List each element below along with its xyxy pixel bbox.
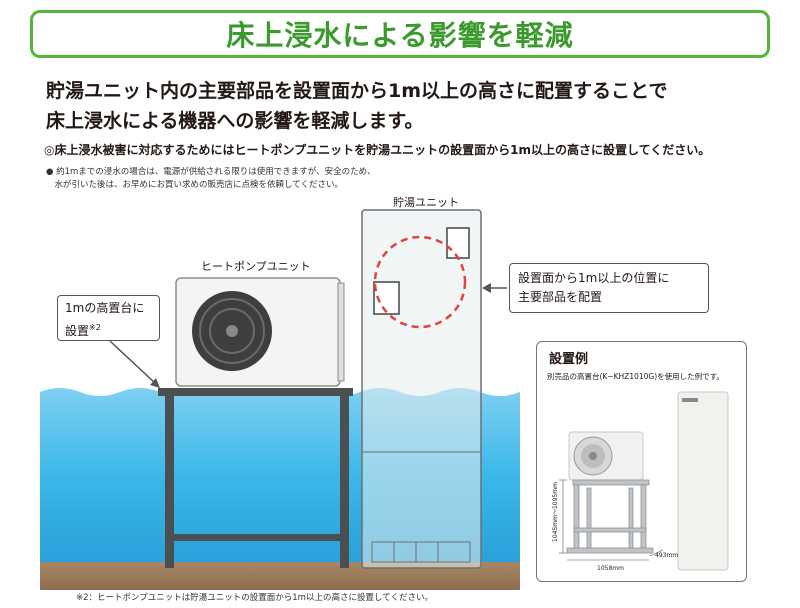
flood-illustration: 貯湯ユニット ヒートポンプユニット [40,196,520,590]
lead-text: 貯湯ユニット内の主要部品を設置面から1m以上の高さに配置することで 床上浸水によ… [46,76,766,136]
sub-note-line-1: ● 約1mまでの浸水の場合は、電源が供給される限りは使用できますが、安全のため、 [46,167,376,177]
footnote-marker: ※2 [89,323,101,332]
storage-unit-drawing [361,209,482,569]
flood-sub-note: ● 約1mまでの浸水の場合は、電源が供給される限りは使用できますが、安全のため、… [46,166,646,192]
callout-left-arrow [109,340,160,388]
title-banner: 床上浸水による影響を軽減 [30,10,770,58]
example-dim-height: 1045mm〜1095mm [552,482,559,542]
lead-line-2: 床上浸水による機器への影響を軽減します。 [46,110,424,132]
sub-note-line-2: 水が引いた後は、お早めにお買い求めの販売店に点検を依頼してください。 [46,180,344,190]
example-dim-depth: 493mm [655,552,678,559]
storage-unit-label: 貯湯ユニット [393,196,459,209]
example-caption: 別売品の高置台(K−KHZ1010G)を使用した例です。 [547,372,724,381]
lead-line-1: 貯湯ユニット内の主要部品を設置面から1m以上の高さに配置することで [46,80,668,102]
callout-left-line-2: 設置 [65,324,90,338]
page-title: 床上浸水による影響を軽減 [226,19,574,52]
callout-right-arrow [482,283,507,293]
callout-left-line-2-wrap: 設置※2 [65,318,152,341]
callout-left-line-1: 1mの高置台に [65,301,145,315]
installation-note: ◎床上浸水被害に対応するためにはヒートポンプユニットを貯湯ユニットの設置面から1… [44,143,711,157]
heat-pump-stand [158,388,353,568]
callout-stand: 1mの高置台に 設置※2 [57,295,160,341]
callout-right-line-2: 主要部品を配置 [518,290,603,304]
heat-pump-unit-label: ヒートポンプユニット [201,260,311,273]
example-dim-width: 1058mm [597,565,624,572]
callout-key-parts: 設置面から1m以上の位置に 主要部品を配置 [509,263,709,313]
example-photo: 1045mm〜1095mm 1058mm 493mm [552,391,729,572]
example-title: 設置例 [549,352,589,367]
key-parts-dashed-circle [373,235,467,329]
callout-right-line-1: 設置面から1m以上の位置に [518,271,670,285]
installation-example-box: 設置例 別売品の高置台(K−KHZ1010G)を使用した例です。 1045mm〜… [536,341,747,582]
heat-pump-unit-drawing [175,277,345,387]
footnote: ※2：ヒートポンプユニットは貯湯ユニットの設置面から1m以上の高さに設置してくだ… [76,593,433,603]
